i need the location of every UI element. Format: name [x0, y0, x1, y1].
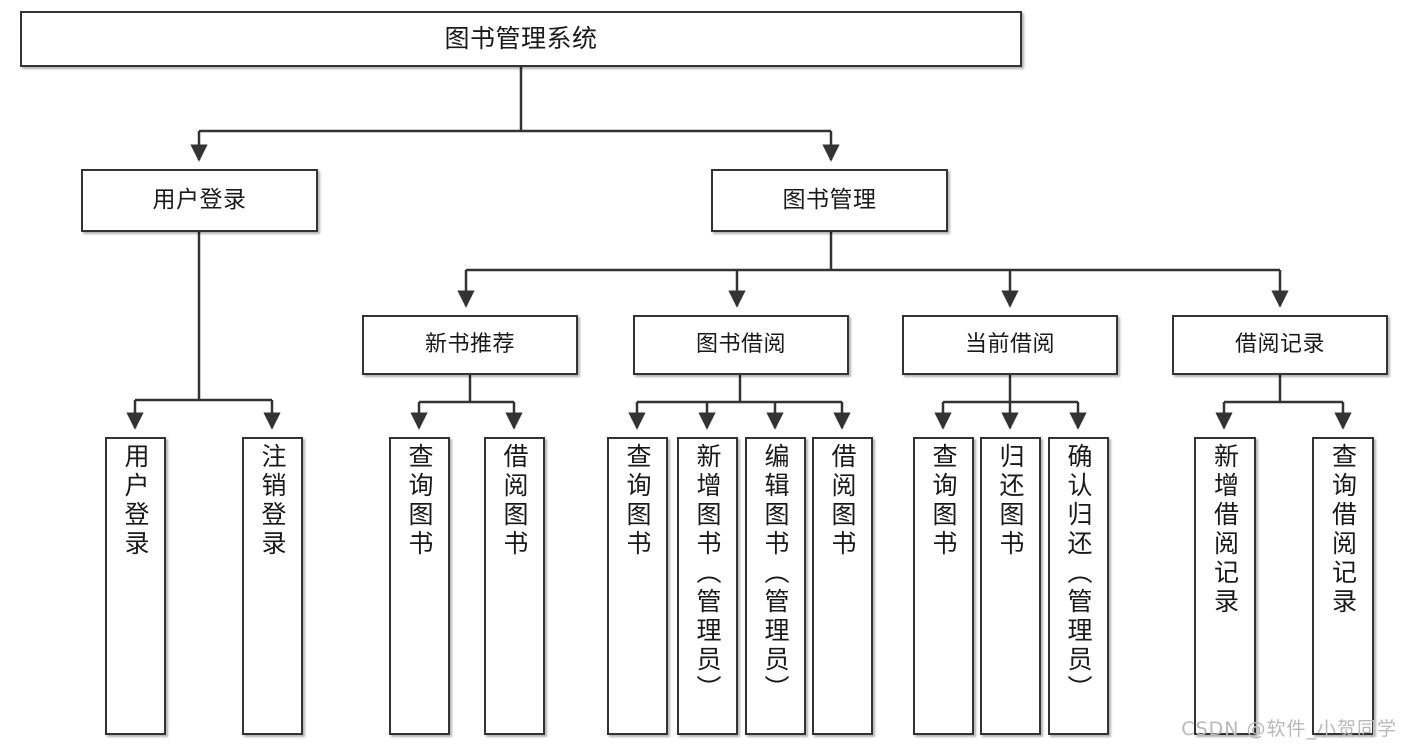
- node-label: 图书管理: [782, 186, 877, 213]
- node-label: 查询借阅记录: [1328, 443, 1358, 617]
- node-label: 新增图书（管理员）: [693, 443, 722, 704]
- node-user-login[interactable]: 用户登录: [81, 169, 318, 232]
- node-label: 查询图书: [623, 443, 652, 559]
- node-label: 借阅图书: [828, 443, 857, 559]
- node-root-system[interactable]: 图书管理系统: [20, 11, 1022, 67]
- node-leaf-query-book-borrow[interactable]: 查询图书: [607, 437, 668, 735]
- node-label: 用户登录: [121, 443, 150, 559]
- node-label: 当前借阅: [964, 332, 1055, 358]
- node-label: 新书推荐: [424, 332, 515, 358]
- node-leaf-edit-book-admin[interactable]: 编辑图书（管理员）: [745, 437, 806, 735]
- node-label: 归还图书: [996, 443, 1025, 559]
- node-leaf-query-borrow-record[interactable]: 查询借阅记录: [1312, 437, 1374, 735]
- node-leaf-borrow-book[interactable]: 借阅图书: [812, 437, 873, 735]
- node-leaf-return-book[interactable]: 归还图书: [980, 437, 1041, 735]
- node-leaf-add-book-admin[interactable]: 新增图书（管理员）: [677, 437, 738, 735]
- node-leaf-query-book-recommend[interactable]: 查询图书: [389, 437, 450, 735]
- node-label: 图书借阅: [695, 332, 786, 358]
- node-leaf-user-login[interactable]: 用户登录: [105, 437, 166, 735]
- node-leaf-confirm-return-admin[interactable]: 确认归还（管理员）: [1048, 437, 1109, 735]
- node-leaf-borrow-book-recommend[interactable]: 借阅图书: [484, 437, 545, 735]
- node-label: 借阅记录: [1234, 332, 1325, 358]
- node-label: 新增借阅记录: [1210, 443, 1240, 617]
- node-label: 注销登录: [258, 443, 287, 559]
- watermark-csdn: CSDN @软件_小贺同学: [1181, 718, 1397, 740]
- node-leaf-add-borrow-record[interactable]: 新增借阅记录: [1194, 437, 1256, 735]
- node-label: 查询图书: [405, 443, 434, 559]
- node-label: 图书管理系统: [444, 24, 598, 54]
- node-book-borrow[interactable]: 图书借阅: [633, 315, 849, 375]
- node-label: 查询图书: [929, 443, 958, 559]
- node-new-book-recommend[interactable]: 新书推荐: [362, 315, 578, 375]
- node-label: 编辑图书（管理员）: [761, 443, 790, 704]
- node-leaf-user-logout[interactable]: 注销登录: [242, 437, 303, 735]
- node-leaf-query-book-current[interactable]: 查询图书: [913, 437, 974, 735]
- node-label: 确认归还（管理员）: [1064, 443, 1093, 704]
- node-label: 借阅图书: [500, 443, 529, 559]
- node-book-manage[interactable]: 图书管理: [711, 169, 948, 232]
- node-label: 用户登录: [152, 186, 247, 213]
- node-current-borrow[interactable]: 当前借阅: [902, 315, 1118, 375]
- node-borrow-record[interactable]: 借阅记录: [1172, 315, 1388, 375]
